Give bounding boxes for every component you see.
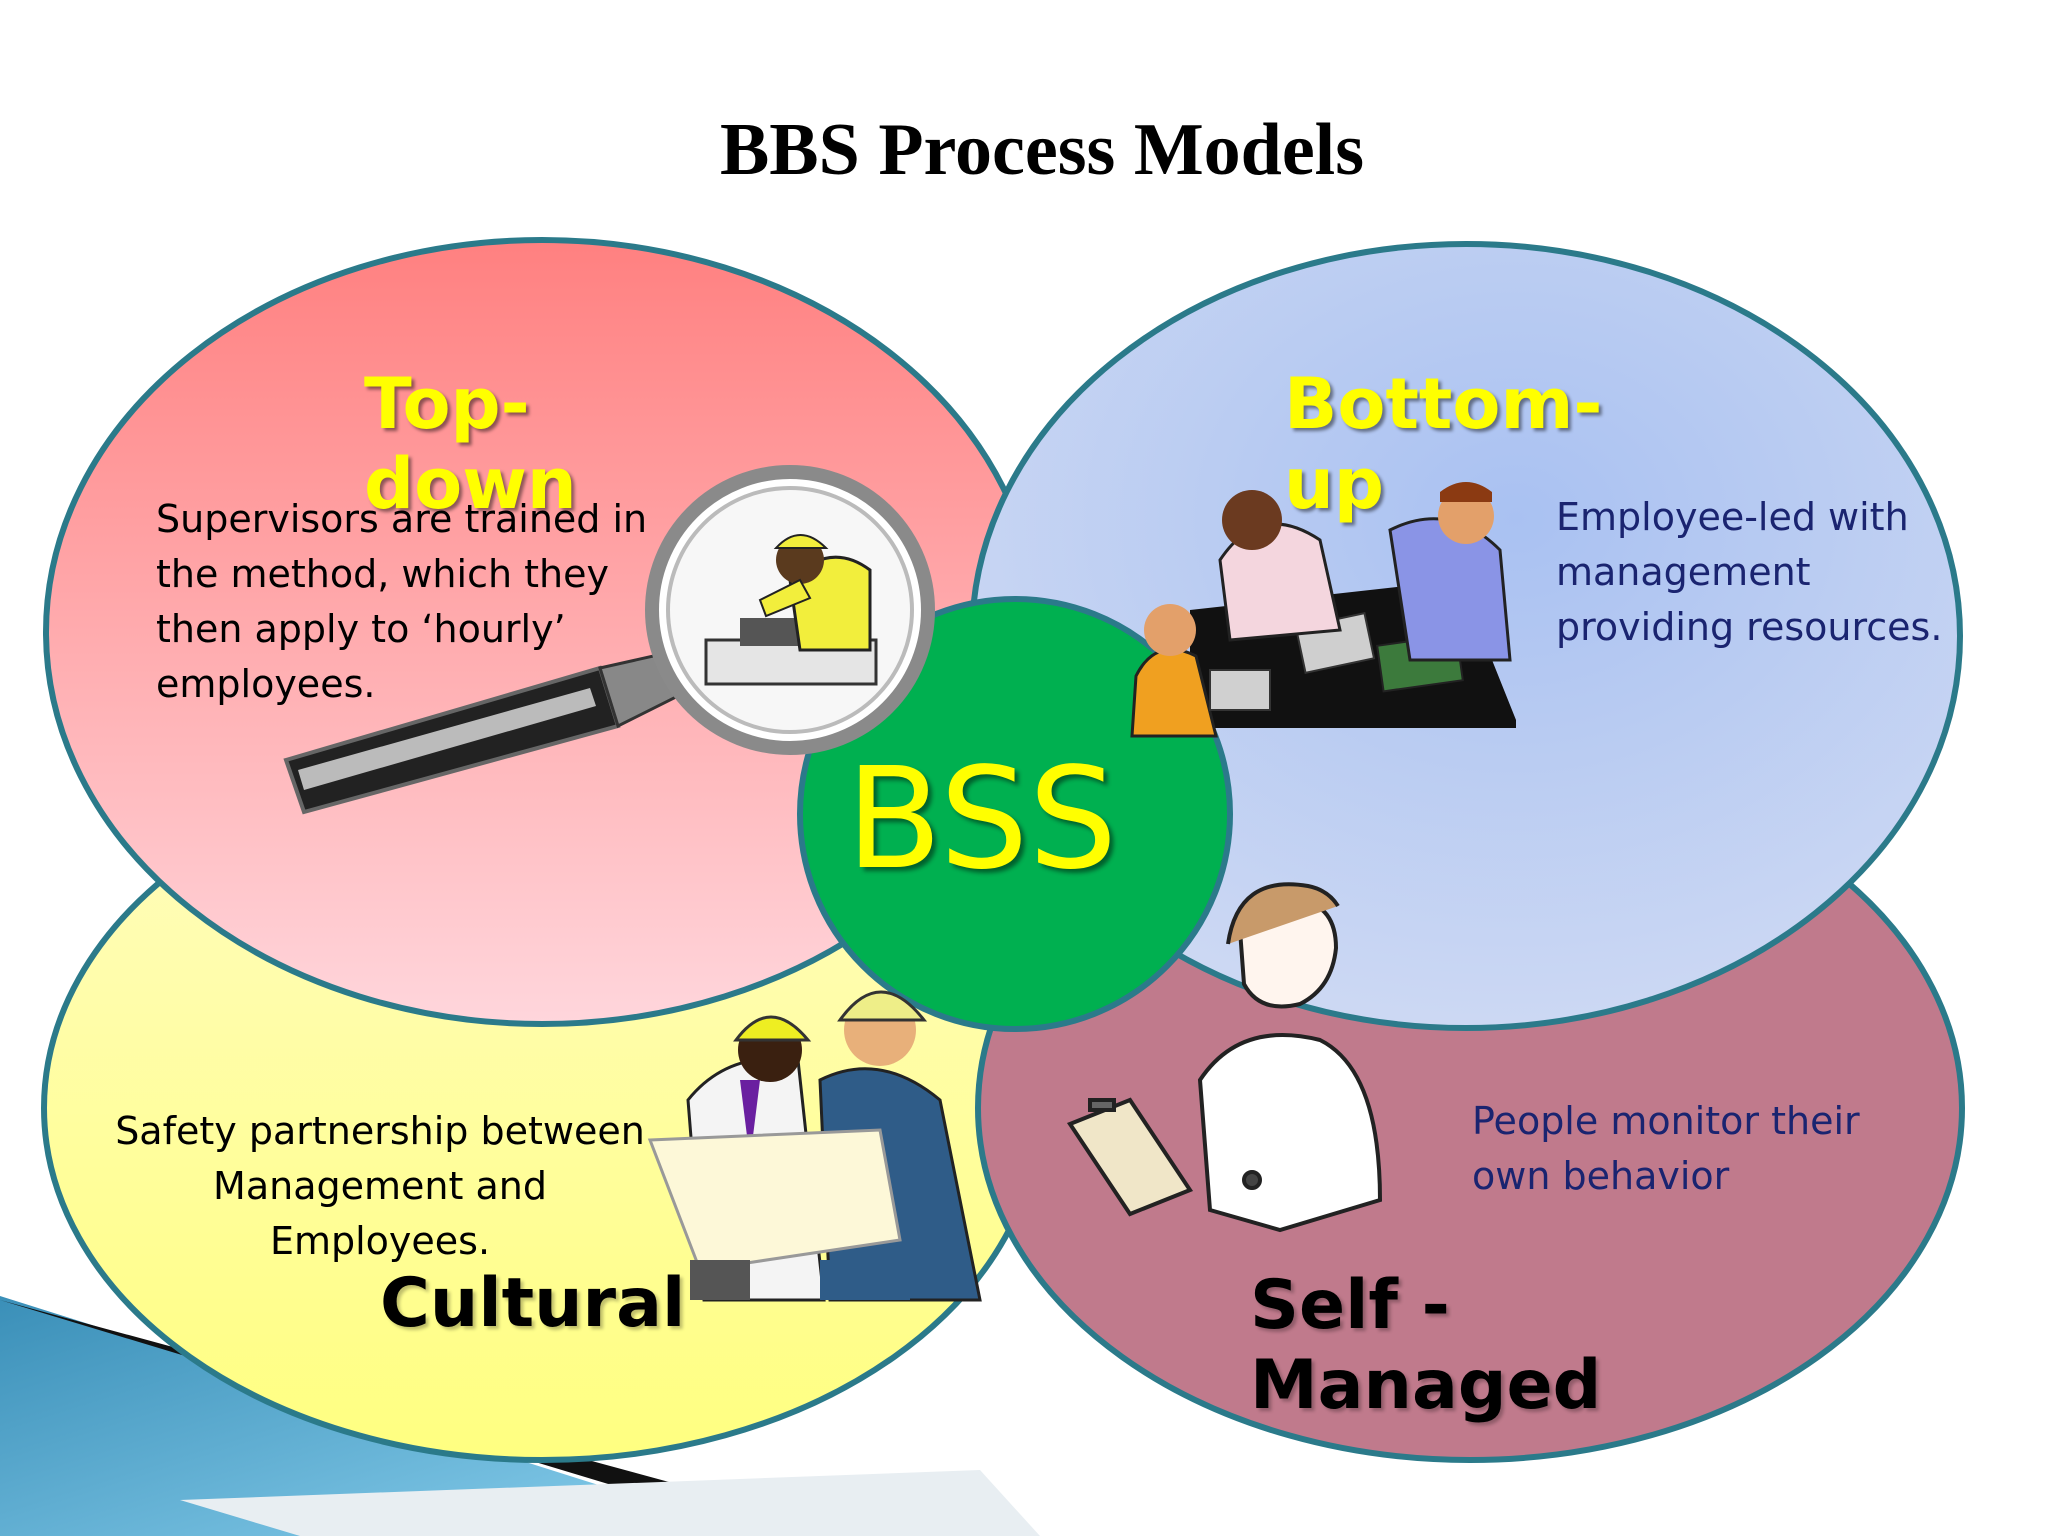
construction-workers-icon	[647, 990, 982, 1302]
bss-center-label: BSS	[846, 738, 1118, 901]
magnifier-worker-icon	[283, 465, 935, 815]
top-down-heading: Top- down	[364, 364, 577, 524]
cultural-description: Safety partnership between Management an…	[100, 1104, 660, 1269]
self-managed-desc-line1: People monitor their	[1472, 1099, 1860, 1143]
self-managed-description: People monitor their own behavior	[1472, 1094, 1860, 1204]
top-down-desc-line4: employees.	[156, 662, 376, 706]
bottom-up-description: Employee-led with management providing r…	[1556, 490, 1942, 655]
self-managed-desc-line2: own behavior	[1472, 1154, 1730, 1198]
bottom-up-heading-line2: up	[1284, 443, 1384, 525]
cultural-desc-line2: Management and Employees.	[213, 1164, 547, 1263]
meeting-group-icon	[1130, 482, 1516, 738]
cultural-heading: Cultural	[380, 1264, 686, 1343]
top-down-desc-line1: Supervisors are trained in	[156, 497, 648, 541]
cultural-desc-line1: Safety partnership between	[115, 1109, 645, 1153]
bottom-up-desc-line3: providing resources.	[1556, 605, 1943, 649]
bottom-up-heading: Bottom- up	[1284, 364, 1602, 524]
top-down-heading-line1: Top-	[364, 363, 530, 445]
top-down-heading-line2: down	[364, 443, 577, 525]
bss-center-circle	[797, 596, 1233, 1032]
page-title: BBS Process Models	[719, 109, 1365, 191]
bottom-up-desc-line2: management	[1556, 550, 1811, 594]
top-down-desc-line3: then apply to ‘hourly’	[156, 607, 566, 651]
top-down-description: Supervisors are trained in the method, w…	[156, 492, 647, 712]
self-managed-heading-line2: Managed	[1250, 1346, 1602, 1425]
self-managed-heading: Self - Managed	[1250, 1266, 1601, 1426]
self-managed-heading-line1: Self -	[1250, 1266, 1450, 1345]
nurse-clipboard-icon	[1066, 882, 1383, 1233]
top-down-desc-line2: the method, which they	[156, 552, 609, 596]
bottom-up-desc-line1: Employee-led with	[1556, 495, 1909, 539]
bottom-up-heading-line1: Bottom-	[1284, 363, 1603, 445]
